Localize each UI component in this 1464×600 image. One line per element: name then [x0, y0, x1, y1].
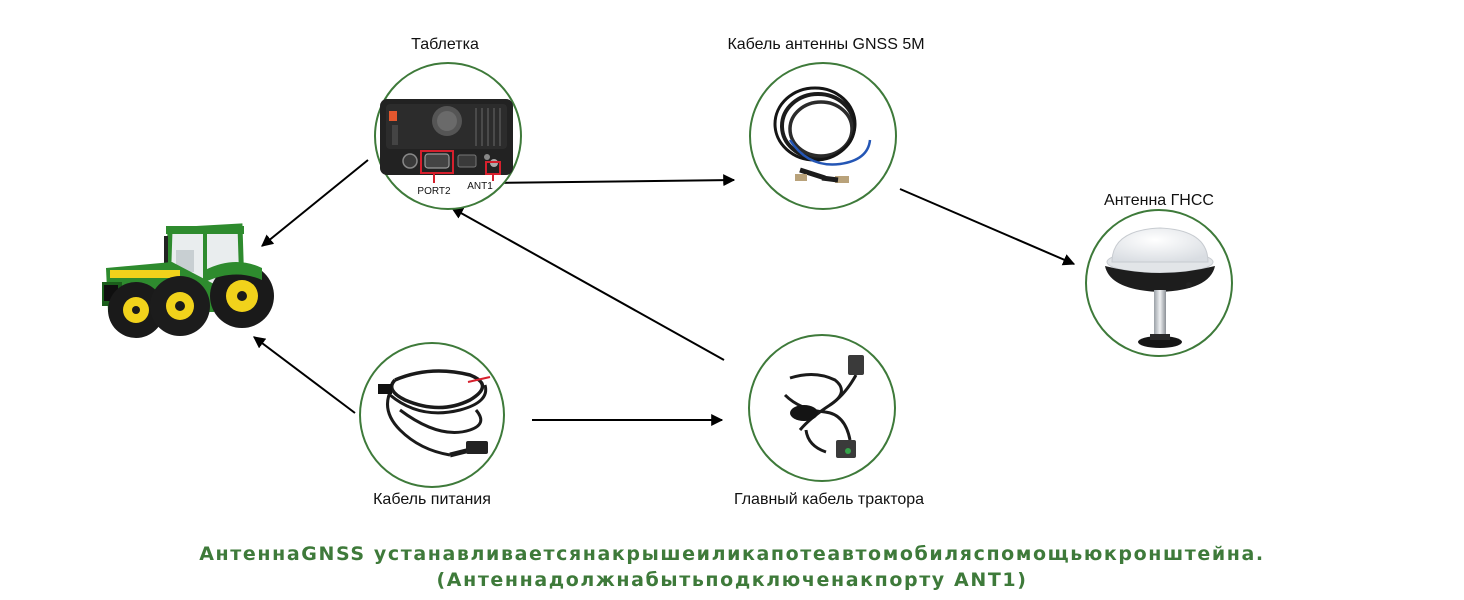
gnss-cable-label: Кабель антенны GNSS 5M [727, 36, 925, 53]
main-cable-node [748, 334, 896, 482]
arrows [253, 159, 1076, 426]
ant1-label: ANT1 [467, 181, 493, 192]
tablet-label: Таблетка [411, 36, 479, 53]
gnss-cable-node [749, 62, 897, 210]
antenna-node [1085, 209, 1233, 357]
caption-line-1: АнтеннаGNSS устанавливаетсянакрышеиликап… [199, 543, 1265, 565]
gnss-antenna-image [1105, 227, 1215, 348]
gnss-cable-ring [749, 62, 897, 210]
main-cable-ring [748, 334, 896, 482]
power-cable-label: Кабель питания [373, 491, 491, 508]
caption-line-2: (Антеннадолжнабытьподключенакпорту ANT1) [436, 569, 1028, 591]
power-cable-node [359, 342, 505, 488]
arrow-tablet-to-tractor [261, 159, 369, 247]
tablet-node: PORT2 ANT1 [374, 62, 522, 210]
arrow-main-cable-to-tablet [450, 207, 725, 361]
antenna-label: Антенна ГНСС [1104, 192, 1214, 209]
tractor-image [102, 223, 274, 338]
arrow-ant1-to-gnss-cable [491, 174, 736, 187]
arrow-gnss-cable-to-antenna [899, 188, 1076, 266]
coiled-cable-image [773, 86, 872, 183]
port2-highlight [420, 150, 454, 174]
power-cable-ring [359, 342, 505, 488]
main-cable-label: Главный кабель трактора [733, 491, 925, 508]
arrow-power-cable-to-tractor [253, 336, 356, 414]
tablet-back-image [380, 99, 513, 175]
port2-label: PORT2 [417, 186, 451, 197]
